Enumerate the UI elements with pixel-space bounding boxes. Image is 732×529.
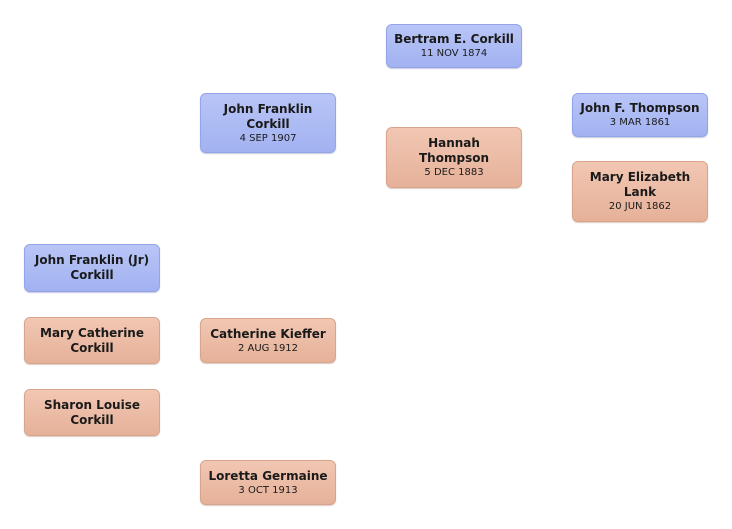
person-node-john-franklin-jr-corkill[interactable]: John Franklin (Jr) Corkill	[24, 244, 160, 292]
person-name: Mary Elizabeth Lank	[589, 170, 691, 199]
person-birth-date: 3 MAR 1861	[609, 117, 671, 128]
person-node-loretta-germaine[interactable]: Loretta Germaine 3 OCT 1913	[200, 460, 336, 505]
person-name: John Franklin (Jr) Corkill	[34, 253, 150, 282]
person-birth-date: 11 NOV 1874	[420, 48, 488, 59]
person-node-bertram-corkill[interactable]: Bertram E. Corkill 11 NOV 1874	[386, 24, 522, 68]
person-name: Hannah Thompson	[419, 136, 489, 165]
person-name: Bertram E. Corkill	[394, 32, 514, 46]
person-name: Mary Catherine Corkill	[40, 325, 144, 355]
person-name: John Franklin Corkill	[223, 101, 313, 131]
person-birth-date: 3 OCT 1913	[238, 484, 298, 496]
person-name: Catherine Kieffer	[210, 326, 326, 341]
person-birth-date: 20 JUN 1862	[608, 201, 672, 212]
person-birth-date: 4 SEP 1907	[239, 132, 297, 144]
person-node-mary-catherine-corkill[interactable]: Mary Catherine Corkill	[24, 317, 160, 364]
person-node-sharon-louise-corkill[interactable]: Sharon Louise Corkill	[24, 389, 160, 436]
person-birth-date: 2 AUG 1912	[237, 342, 299, 354]
person-node-catherine-kieffer[interactable]: Catherine Kieffer 2 AUG 1912	[200, 318, 336, 363]
person-birth-date: 5 DEC 1883	[424, 167, 484, 178]
person-node-john-f-thompson[interactable]: John F. Thompson 3 MAR 1861	[572, 93, 708, 137]
person-node-hannah-thompson[interactable]: Hannah Thompson 5 DEC 1883	[386, 127, 522, 188]
person-name: Loretta Germaine	[208, 468, 328, 483]
person-node-mary-elizabeth-lank[interactable]: Mary Elizabeth Lank 20 JUN 1862	[572, 161, 708, 222]
person-name: Sharon Louise Corkill	[44, 397, 140, 427]
person-node-john-franklin-corkill[interactable]: John Franklin Corkill 4 SEP 1907	[200, 93, 336, 153]
person-name: John F. Thompson	[580, 101, 700, 115]
